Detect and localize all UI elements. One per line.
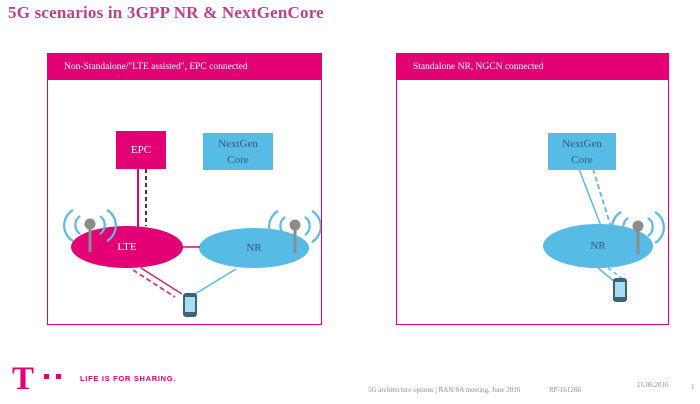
lte-phone-solid-link (140, 267, 183, 295)
epc-box: EPC (116, 131, 166, 169)
phone-icon (613, 278, 627, 302)
nextgen-core-label-line1: NextGen (562, 137, 602, 150)
telekom-logo-t: T (12, 361, 35, 397)
left-diagram-overlay (63, 169, 321, 317)
telekom-logo-dot (44, 374, 49, 379)
core-nr-solid-link (578, 168, 602, 227)
nr-cell-ellipse: NR (199, 228, 309, 268)
epc-label: EPC (130, 144, 152, 156)
core-nr-dashed-link (592, 168, 612, 228)
nr-phone-solid-link (597, 267, 616, 283)
nr-phone-dashed-link (607, 267, 625, 281)
footer-date: 15.06.2016 (637, 381, 669, 389)
nextgen-core-label-line1: NextGen (218, 137, 258, 150)
brand-tagline: LIFE IS FOR SHARING. (80, 374, 177, 383)
footer-doc-number: RP-161266 (549, 386, 581, 394)
panel-non-standalone: Non-Standalone/"LTE assisted", EPC conne… (47, 53, 322, 325)
panel-right-header: Standalone NR, NGCN connected (397, 54, 668, 80)
lte-phone-dashed-link (132, 269, 176, 298)
nextgen-core-box: NextGen Core (203, 133, 273, 170)
nr-phone-link (194, 268, 237, 295)
nr-label: NR (590, 240, 606, 252)
lte-label: LTE (117, 241, 137, 253)
phone-icon (183, 293, 197, 317)
slide-title: 5G scenarios in 3GPP NR & NextGenCore (8, 3, 324, 22)
lte-cell-ellipse: LTE (71, 226, 183, 268)
nextgen-core-label-line2: Core (571, 153, 593, 166)
nextgen-core-label-line2: Core (227, 153, 249, 166)
telekom-logo: T (12, 363, 72, 397)
nr-cell-ellipse: NR (543, 224, 653, 268)
nextgen-core-box: NextGen Core (548, 133, 616, 170)
footer-doc-title: 5G architecture options | RAN/SA meeting… (368, 386, 521, 394)
telekom-logo-dot (56, 374, 61, 379)
panel-standalone: Standalone NR, NGCN connected NextGen Co… (396, 53, 669, 325)
footer-page-number: 1 (691, 383, 695, 391)
right-diagram-overlay (578, 168, 665, 302)
panel-left-header: Non-Standalone/"LTE assisted", EPC conne… (48, 54, 321, 80)
nr-label: NR (246, 242, 262, 254)
